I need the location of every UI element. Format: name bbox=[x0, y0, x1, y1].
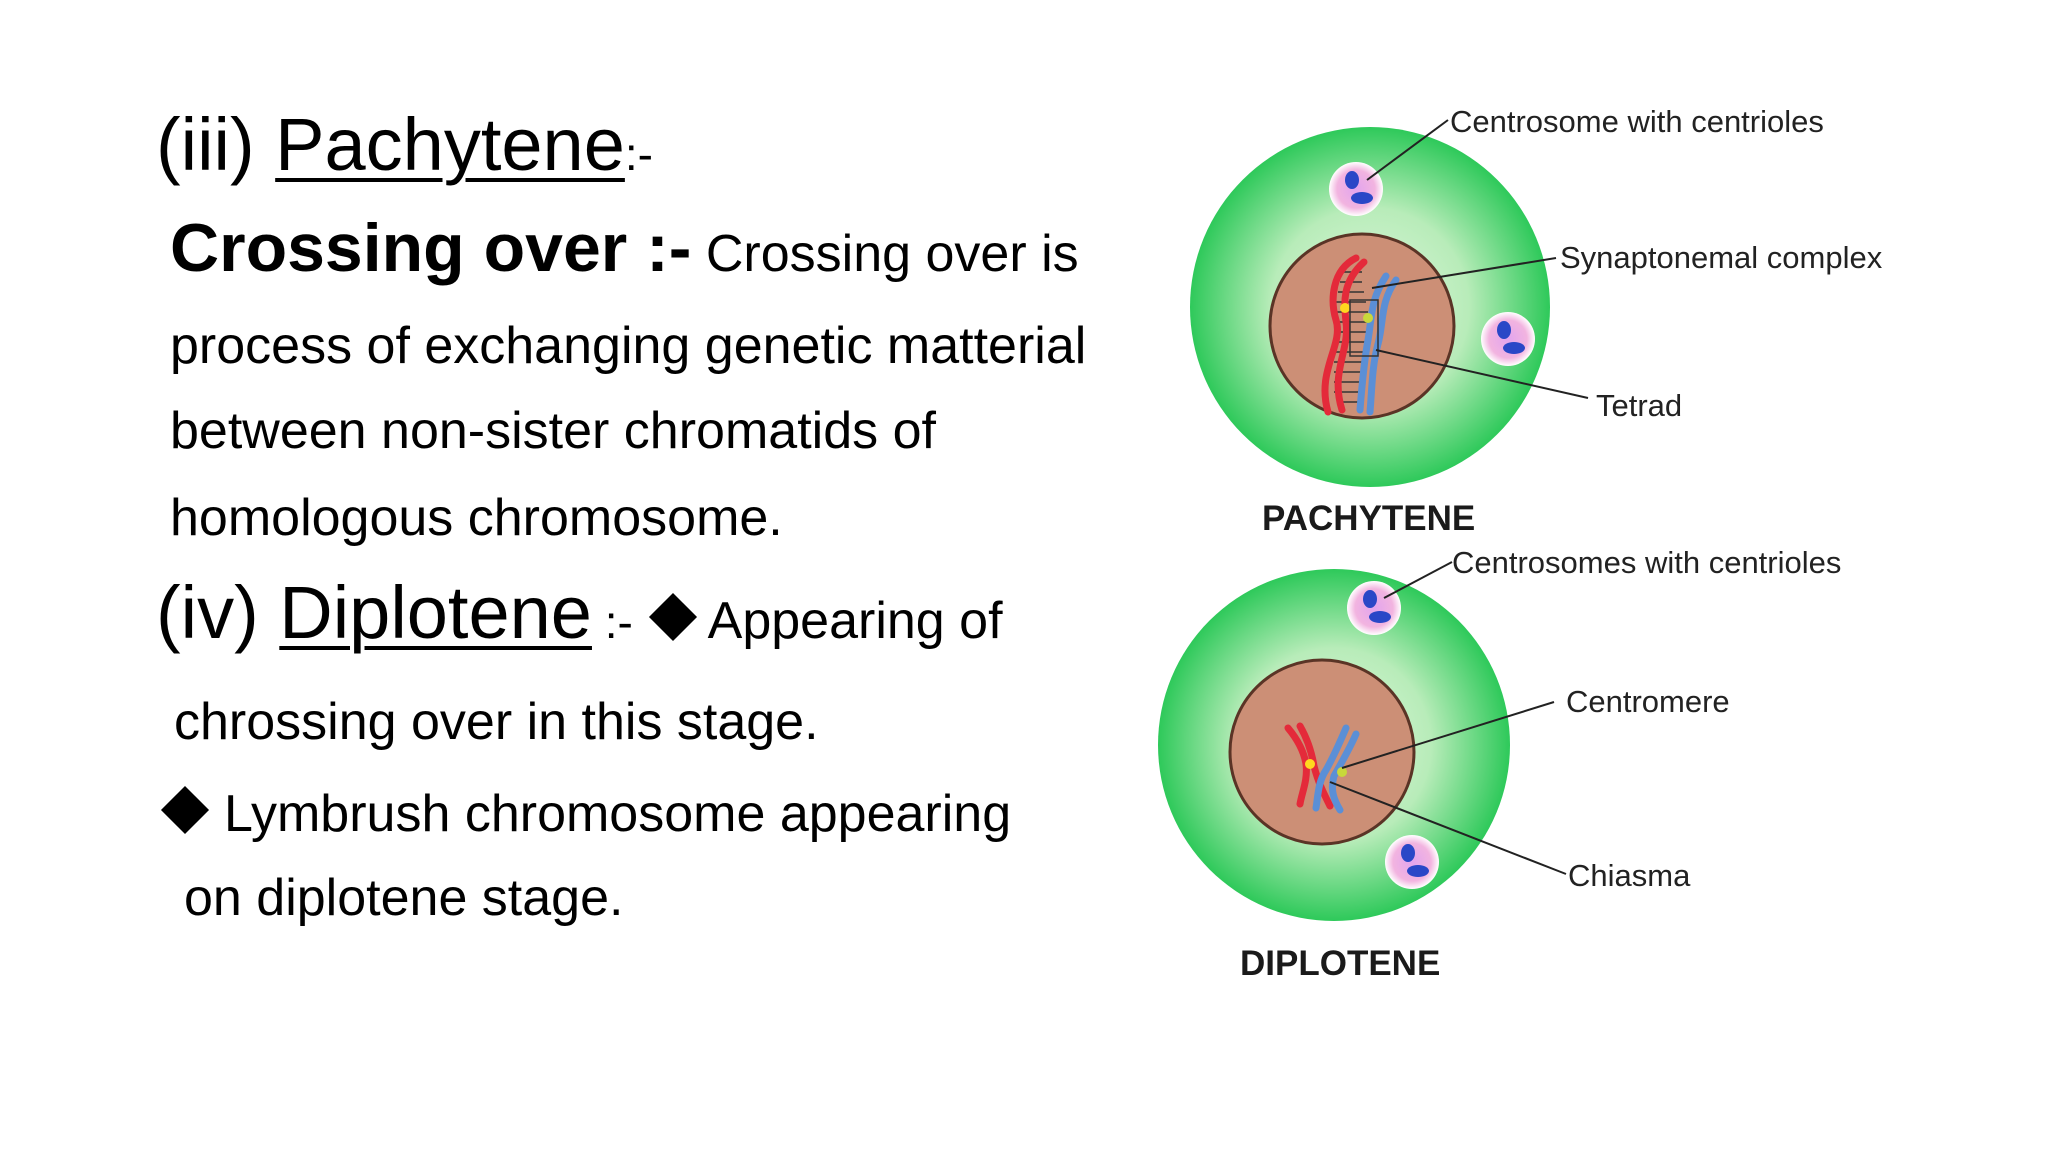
diplotene-bullet2-second: on diplotene stage. bbox=[184, 869, 624, 927]
diplotene-blue-chromatid bbox=[1328, 730, 1360, 814]
pachytene-centrosome-right bbox=[1481, 312, 1535, 366]
pachytene-red-chromatid bbox=[1321, 254, 1360, 416]
diplotene-centromere bbox=[1337, 767, 1347, 777]
crossing-over-line1-rest: Crossing over is bbox=[691, 225, 1079, 283]
diplotene-prefix: (iv) bbox=[156, 571, 280, 654]
pachytene-separator: :- bbox=[624, 128, 653, 180]
diplotene-centrosome-bottom bbox=[1385, 835, 1439, 889]
callout-line bbox=[1341, 701, 1555, 769]
crossing-over-line4: homologous chromosome. bbox=[170, 489, 783, 547]
diplotene-label: DIPLOTENE bbox=[1240, 944, 1440, 983]
pachytene-centromere-blue bbox=[1363, 313, 1373, 323]
callout-line bbox=[1383, 561, 1453, 599]
callout-centrosomes: Centrosomes with centrioles bbox=[1452, 545, 1841, 580]
crossing-over-lead: Crossing over :- bbox=[170, 210, 692, 286]
callout-line bbox=[1375, 349, 1589, 399]
pachytene-heading: (iii) Pachytene:- bbox=[156, 108, 653, 182]
diplotene-separator: :- bbox=[591, 596, 646, 648]
diplotene-title: Diplotene bbox=[279, 571, 592, 654]
crossing-over-line2: process of exchanging genetic matterial bbox=[170, 317, 1087, 375]
callout-centromere: Centromere bbox=[1566, 684, 1730, 719]
callout-centrosome: Centrosome with centrioles bbox=[1450, 104, 1824, 139]
diplotene-bullet2-first: Lymbrush chromosome appearing bbox=[224, 785, 1012, 843]
tetrad-box bbox=[1349, 299, 1379, 357]
pachytene-prefix: (iii) bbox=[156, 103, 276, 186]
diplotene-bullet1-first: Appearing of bbox=[707, 592, 1003, 650]
pachytene-centrosome-top bbox=[1329, 162, 1383, 216]
crossing-over-line1: Crossing over :- Crossing over is bbox=[170, 214, 1079, 282]
diplotene-bullet2: Lymbrush chromosome appearing bbox=[160, 785, 1012, 843]
diplotene-bullet1-second: chrossing over in this stage. bbox=[174, 693, 819, 751]
pachytene-label: PACHYTENE bbox=[1262, 499, 1475, 538]
callout-line bbox=[1366, 119, 1449, 181]
callout-synaptonemal: Synaptonemal complex bbox=[1560, 240, 1883, 275]
callout-tetrad: Tetrad bbox=[1596, 388, 1682, 423]
diplotene-blue-chromatid bbox=[1312, 724, 1350, 812]
diplotene-nucleus bbox=[1228, 658, 1416, 846]
diplotene-heading: (iv) Diplotene :- Appearing of bbox=[156, 576, 1003, 650]
callout-chiasma: Chiasma bbox=[1568, 858, 1691, 893]
pachytene-title: Pachytene bbox=[275, 103, 625, 186]
diplotene-centrosome-top bbox=[1347, 581, 1401, 635]
pachytene-centromere-red bbox=[1340, 303, 1350, 313]
pachytene-red-chromatid bbox=[1334, 258, 1368, 414]
callout-line bbox=[1329, 781, 1567, 875]
crossing-over-line3: between non-sister chromatids of bbox=[170, 402, 936, 460]
pachytene-blue-chromatid bbox=[1356, 272, 1390, 414]
diplotene-cell: Centrosomes with centrioles Centromere C… bbox=[1158, 545, 1841, 983]
pachytene-cell: Centrosome with centrioles Synaptonemal … bbox=[1190, 104, 1883, 538]
diplotene-centromere bbox=[1305, 759, 1315, 769]
pachytene-nucleus bbox=[1268, 232, 1456, 420]
callout-line bbox=[1371, 257, 1557, 289]
